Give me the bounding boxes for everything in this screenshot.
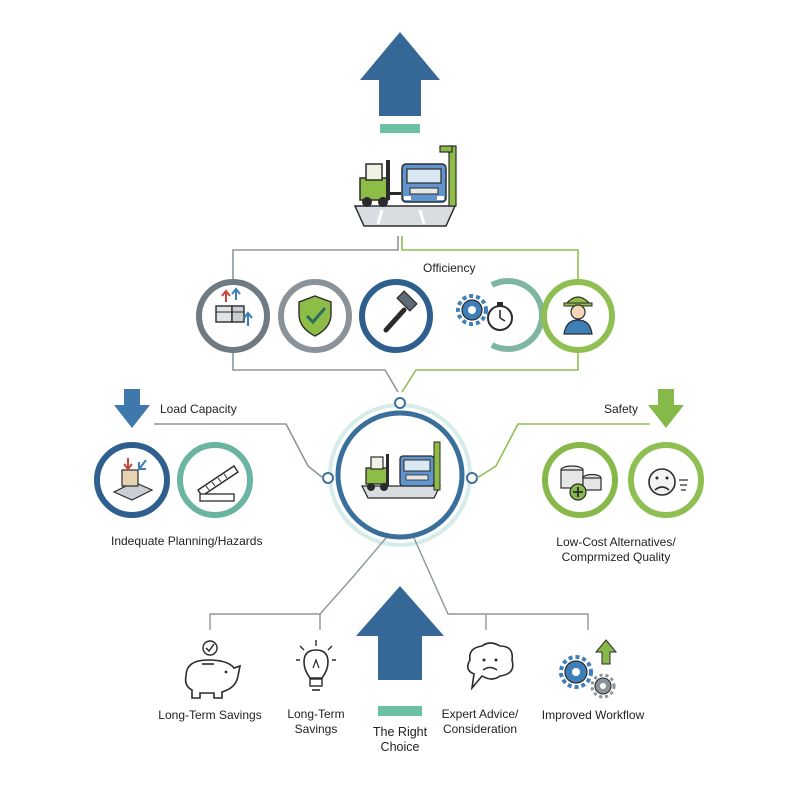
- left-circle-ruler: [177, 442, 253, 518]
- sad-face-icon: [648, 468, 688, 496]
- right-choice-line1: The Right: [372, 725, 428, 739]
- safety-label: Safety: [604, 402, 639, 416]
- right-circle-sad-face: [628, 442, 704, 518]
- long-term-savings-label-1: Long-Term Savings: [158, 708, 262, 722]
- big-up-arrow-icon: [356, 586, 444, 716]
- expert-advice-label: Expert Advice/ Consideration: [442, 707, 519, 737]
- right-choice-label: The Right Choice: [373, 725, 427, 755]
- row1-circle-hammer: [359, 279, 433, 353]
- lightbulb-icon: [296, 640, 336, 691]
- bottom-connectors: [209, 537, 589, 630]
- forklift-truck-hub-icon: [360, 441, 442, 499]
- ruler-icon: [197, 465, 239, 502]
- boxes-up-arrow-icon: [215, 287, 253, 326]
- expert-advice-line2: Consideration: [442, 722, 518, 736]
- coins-plus-icon: [560, 465, 602, 501]
- low-cost-label-line2: Comprmized Quality: [561, 550, 671, 564]
- shield-check-icon: [298, 295, 332, 337]
- top-up-arrow-icon: [360, 32, 440, 133]
- right-circle-coins: [542, 442, 618, 518]
- right-down-arrow-icon: [648, 389, 684, 428]
- top-forklift-truck-scene-icon: [353, 145, 457, 227]
- row1-arc-gears: [456, 278, 545, 352]
- worker-helmet-icon: [563, 296, 593, 335]
- inadequate-planning-label: Indequate Planning/Hazards: [111, 534, 263, 548]
- load-capacity-label: Load Capacity: [160, 402, 237, 416]
- box-down-arrow-icon: [112, 458, 154, 501]
- efficiency-label: Officiency: [423, 261, 476, 275]
- gears-stopwatch-icon: [456, 294, 513, 331]
- side-connectors: [154, 423, 650, 479]
- left-down-arrow-icon: [114, 389, 150, 428]
- long-term-savings-label-2: Long-Term Savings: [287, 707, 344, 737]
- row1-circle-boxes: [196, 279, 270, 353]
- left-circle-box: [94, 442, 170, 518]
- speech-bubble-sad-icon: [466, 642, 514, 691]
- expert-advice-line1: Expert Advice/: [441, 707, 519, 721]
- right-choice-line2: Choice: [380, 740, 420, 754]
- central-hub: [322, 397, 478, 551]
- gears-up-arrow-icon: [559, 639, 618, 699]
- long-term-savings-2-line1: Long-Term: [287, 707, 345, 721]
- low-cost-label: Low-Cost Alternatives/ Comprmized Qualit…: [556, 535, 675, 565]
- top-connectors: [232, 236, 579, 393]
- row1-circle-worker: [541, 279, 615, 353]
- long-term-savings-2-line2: Savings: [294, 722, 338, 736]
- row1-circle-shield: [278, 279, 352, 353]
- piggy-bank-icon: [184, 640, 242, 699]
- hammer-icon: [383, 290, 418, 333]
- improved-workflow-label: Improved Workflow: [541, 708, 645, 722]
- low-cost-label-line1: Low-Cost Alternatives/: [556, 535, 676, 549]
